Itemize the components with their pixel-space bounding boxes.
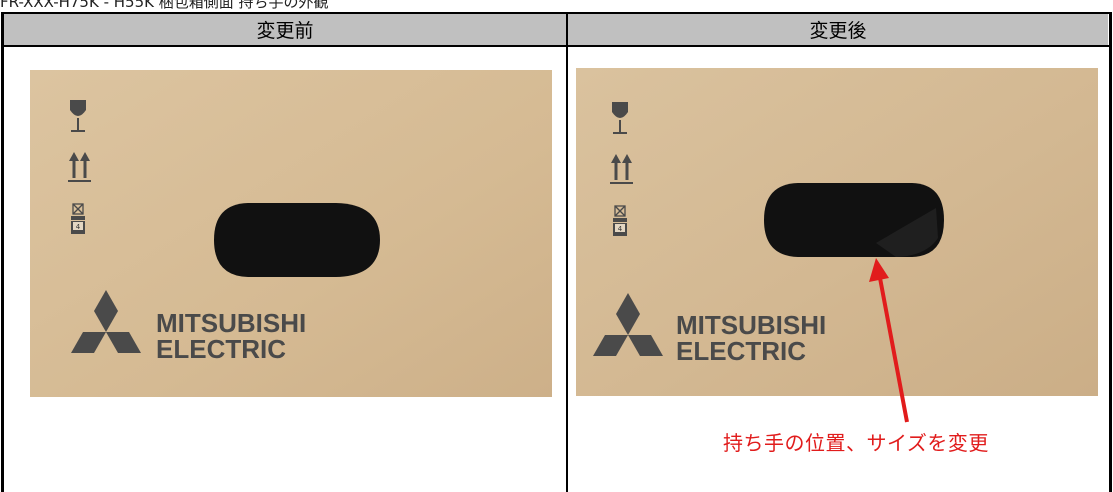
header-before: 変更前 <box>4 14 566 45</box>
brand-line-1: MITSUBISHI <box>676 310 826 340</box>
document-caption: FR-XXX-H75K - H55K 梱包箱側面 持ち手の外観 <box>0 0 760 14</box>
table-top-border <box>1 12 1112 14</box>
this-side-up-icon <box>68 152 91 182</box>
header-after: 変更後 <box>568 14 1108 45</box>
callout-arrow <box>869 258 909 423</box>
handle-hole <box>214 203 380 277</box>
change-annotation: 持ち手の位置、サイズを変更 <box>723 431 989 455</box>
stacking-limit-icon: 4 <box>613 205 627 236</box>
header-before-label: 変更前 <box>256 20 314 42</box>
table-middle-border <box>566 12 568 492</box>
header-bottom-border <box>1 45 1112 47</box>
box-photo-before: 4 MITSUBISHI ELECTRIC <box>30 70 552 397</box>
brand-line-2: ELECTRIC <box>156 334 286 364</box>
fragile-glass-icon <box>70 100 86 132</box>
mitsubishi-three-diamonds-logo <box>593 293 663 356</box>
table-left-border <box>1 12 4 492</box>
handle-hole-reflection <box>876 208 938 257</box>
brand-line-1: MITSUBISHI <box>156 308 306 338</box>
stack-limit-number: 4 <box>76 223 81 231</box>
header-after-label: 変更後 <box>809 20 867 42</box>
fragile-glass-icon <box>612 102 628 134</box>
this-side-up-icon <box>610 154 633 184</box>
stack-limit-number: 4 <box>618 225 623 233</box>
brand-line-2: ELECTRIC <box>676 336 806 366</box>
box-photo-after: 4 MITSUBISHI ELECTRIC <box>576 68 1098 396</box>
mitsubishi-three-diamonds-logo <box>71 290 141 353</box>
stacking-limit-icon: 4 <box>71 203 85 234</box>
caption-text: FR-XXX-H75K - H55K 梱包箱側面 持ち手の外観 <box>0 0 329 11</box>
table-right-border <box>1109 12 1112 492</box>
